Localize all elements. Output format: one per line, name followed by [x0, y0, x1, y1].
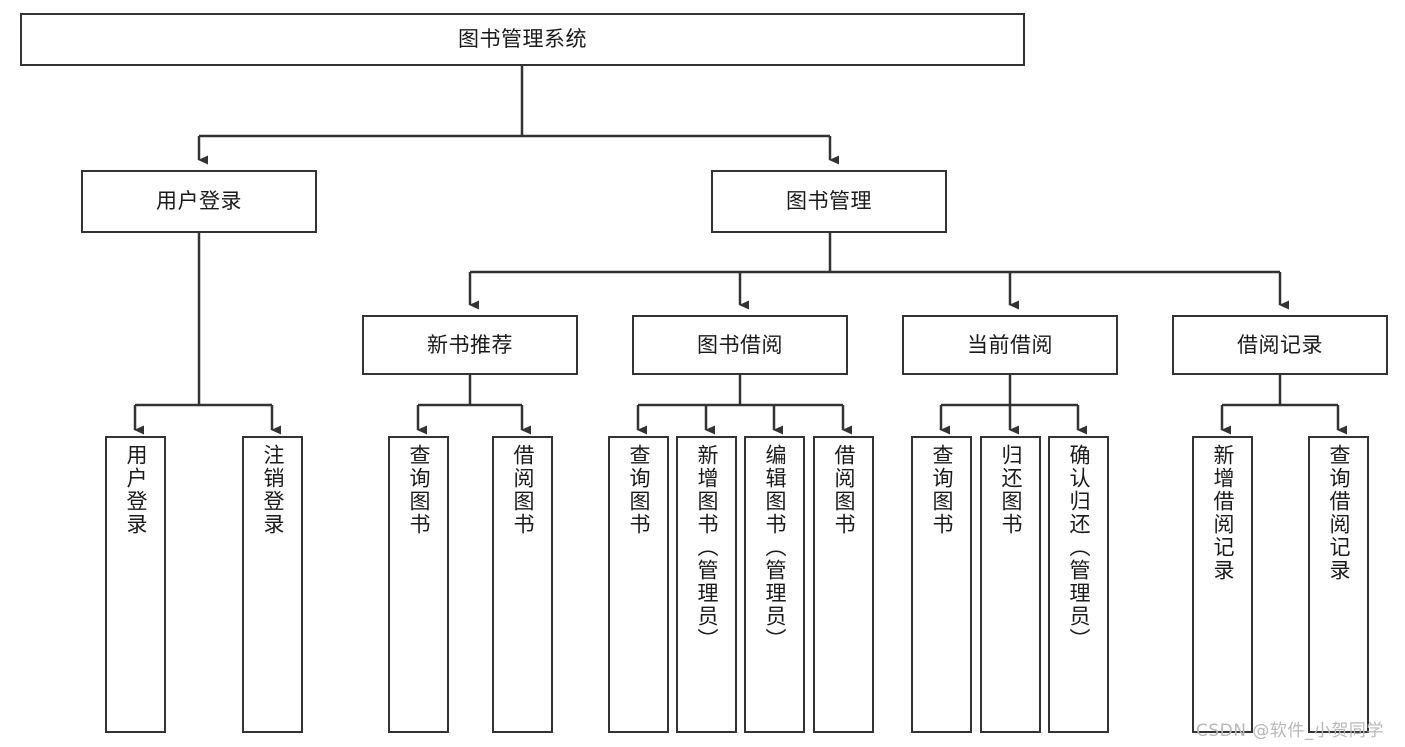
node-label: 当前借阅	[967, 332, 1053, 357]
node-label: 图书管理	[786, 189, 872, 214]
node-label: 编辑图书（管理员）	[763, 444, 787, 651]
node-borrow-record[interactable]: 借阅记录	[1172, 315, 1388, 375]
node-label: 用户登录	[156, 189, 242, 214]
leaf-borrow-add-book-admin[interactable]: 新增图书（管理员）	[676, 436, 737, 733]
leaf-current-confirm-return-admin[interactable]: 确认归还（管理员）	[1048, 436, 1109, 733]
node-label: 借阅图书	[511, 444, 535, 536]
node-label: 新增图书（管理员）	[695, 444, 719, 651]
leaf-user-login-login[interactable]: 用户登录	[105, 436, 166, 733]
node-label: 注销登录	[261, 444, 285, 536]
leaf-user-login-logout[interactable]: 注销登录	[242, 436, 303, 733]
leaf-borrow-borrow-book[interactable]: 借阅图书	[813, 436, 874, 733]
leaf-current-return-book[interactable]: 归还图书	[980, 436, 1041, 733]
leaf-borrow-query-book[interactable]: 查询图书	[608, 436, 669, 733]
node-label: 图书借阅	[697, 332, 783, 357]
node-label: 新书推荐	[427, 332, 513, 357]
node-label: 借阅图书	[832, 444, 856, 536]
node-label: 归还图书	[999, 444, 1023, 536]
leaf-record-add-record[interactable]: 新增借阅记录	[1192, 436, 1253, 733]
csdn-watermark: CSDN @软件_小贺同学	[1196, 721, 1384, 741]
node-label: 借阅记录	[1237, 332, 1323, 357]
leaf-borrow-edit-book-admin[interactable]: 编辑图书（管理员）	[744, 436, 805, 733]
leaf-current-query-book[interactable]: 查询图书	[911, 436, 972, 733]
leaf-recommend-borrow-book[interactable]: 借阅图书	[492, 436, 553, 733]
node-label: 用户登录	[124, 444, 148, 536]
node-current-borrow[interactable]: 当前借阅	[902, 315, 1118, 375]
node-label: 图书管理系统	[458, 27, 587, 52]
leaf-recommend-query-book[interactable]: 查询图书	[388, 436, 449, 733]
node-user-login[interactable]: 用户登录	[81, 170, 317, 233]
node-label: 查询图书	[407, 444, 431, 536]
node-label: 查询图书	[627, 444, 651, 536]
node-book-management[interactable]: 图书管理	[711, 170, 947, 233]
node-label: 查询图书	[930, 444, 954, 536]
node-book-borrow[interactable]: 图书借阅	[632, 315, 848, 375]
node-root-system[interactable]: 图书管理系统	[20, 13, 1025, 66]
leaf-record-query-record[interactable]: 查询借阅记录	[1308, 436, 1369, 733]
node-label: 查询借阅记录	[1327, 444, 1351, 582]
node-label: 新增借阅记录	[1211, 444, 1235, 582]
node-label: 确认归还（管理员）	[1067, 444, 1091, 651]
node-new-book-recommend[interactable]: 新书推荐	[362, 315, 578, 375]
